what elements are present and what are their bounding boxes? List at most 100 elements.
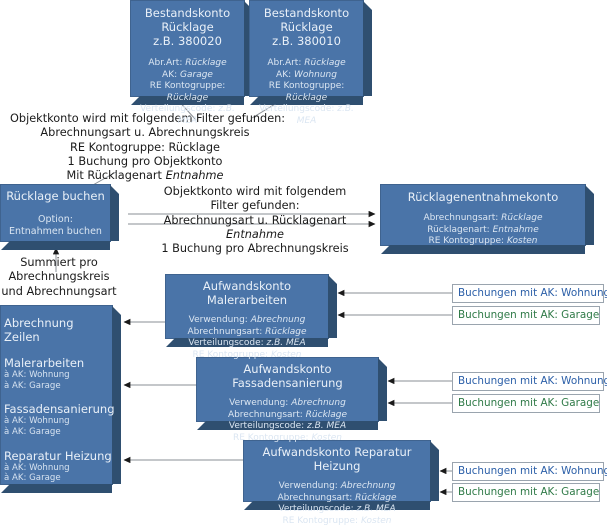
note-line: Objektkonto wird mit folgendem Filter ge… xyxy=(10,112,286,125)
note-line: Filter gefunden: xyxy=(210,199,300,213)
detail-value: Rücklage xyxy=(304,58,346,69)
group-name: Malerarbeiten xyxy=(4,356,85,370)
detail-row: AK: Wohnung xyxy=(250,70,363,82)
detail-value: Kosten xyxy=(360,515,392,526)
note-line: 1 Buchung pro Objektkonto xyxy=(67,155,223,169)
detail-value: z.B. MEA xyxy=(266,338,306,349)
box-title: Aufwandskonto Reparatur Heizung xyxy=(262,445,412,474)
callout-heizung-garage[interactable]: Buchungen mit AK: Garage xyxy=(452,483,600,502)
detail-row: Verwendung: Abrechnung xyxy=(166,315,328,327)
list-item: Fassadensanierung à AK: Wohnung à AK: Ga… xyxy=(4,402,115,437)
detail-label: Verteilungscode: xyxy=(140,104,216,115)
detail-value: Abrechnung xyxy=(291,398,346,409)
note-line: Summiert pro xyxy=(20,256,98,269)
detail-label: Verwendung: xyxy=(188,315,248,326)
box-bestandskonto-wohnung[interactable]: Bestandskonto Rücklage z.B. 380010 Abr.A… xyxy=(249,0,372,126)
detail-label: RE Kontogruppe: xyxy=(428,236,505,247)
box-title: Aufwandskonto Fassadensanierung xyxy=(232,362,343,391)
note-line-emphasis: Entnahme xyxy=(165,169,224,183)
detail-row: Verteilungscode: z.B. MEA xyxy=(197,421,378,433)
group-line: à AK: Garage xyxy=(4,380,61,391)
note-line-prefix: Mit Rücklagenart xyxy=(66,169,166,183)
detail-value: z.B. MEA xyxy=(177,104,235,126)
box-abrechnung-zeilen[interactable]: Abrechnung Zeilen Malerarbeiten à AK: Wo… xyxy=(0,305,121,493)
detail-label: AK: xyxy=(162,69,178,80)
callout-heizung-wohnung[interactable]: Buchungen mit AK: Wohnung xyxy=(452,462,607,481)
detail-row: Abr.Art: Rücklage xyxy=(250,58,363,70)
box-title: Aufwandskonto Malerarbeiten xyxy=(202,279,292,308)
detail-label: RE Kontogruppe: xyxy=(149,81,226,92)
option-label: Option: xyxy=(38,214,73,226)
detail-label: Abr.Art: xyxy=(148,58,183,69)
detail-row: Verwendung: Abrechnung xyxy=(244,481,430,493)
detail-label: Verwendung: xyxy=(229,398,289,409)
list-item: Malerarbeiten à AK: Wohnung à AK: Garage xyxy=(4,356,112,391)
option-value: Entnahmen buchen xyxy=(9,226,102,238)
note-summiert: Summiert pro Abrechnungskreis und Abrech… xyxy=(0,256,118,299)
note-line: Abrechnungskreis xyxy=(8,270,110,284)
detail-row: Abrechnungsart: Rücklage xyxy=(166,327,328,339)
detail-value: Kosten xyxy=(506,236,538,247)
detail-row: Verteilungscode: z.B. MEA xyxy=(250,104,363,127)
box-aufwandskonto-reparatur-heizung[interactable]: Aufwandskonto Reparatur Heizung Verwendu… xyxy=(243,440,439,526)
box-title-line1: Bestandskonto xyxy=(263,6,350,20)
note-filter-objektkonto: Objektkonto wird mit folgendem Filter ge… xyxy=(10,112,286,184)
note-line: Abrechnungsart u. Abrechnungskreis xyxy=(40,126,250,140)
detail-value: z.B. MEA xyxy=(307,421,347,432)
box-ruecklage-buchen[interactable]: Rücklage buchen Option: Entnahmen buchen xyxy=(0,184,119,250)
box-title-line1: Bestandskonto xyxy=(144,6,231,20)
detail-label: RE Kontogruppe: xyxy=(282,515,359,526)
box-3d-bottom-edge xyxy=(250,96,363,105)
detail-row: Rücklagenart: Entnahme xyxy=(381,225,585,237)
detail-label: Rücklagenart: xyxy=(427,224,490,235)
callout-fassade-garage[interactable]: Buchungen mit AK: Garage xyxy=(452,394,600,413)
detail-value: Entnahme xyxy=(492,224,539,235)
callout-malerarbeiten-garage[interactable]: Buchungen mit AK: Garage xyxy=(452,306,600,325)
detail-label: Abr.Art: xyxy=(267,58,302,69)
box-3d-bottom-edge xyxy=(1,484,112,493)
detail-label: Abrechnungsart: xyxy=(423,213,499,224)
callout-fassade-wohnung[interactable]: Buchungen mit AK: Wohnung xyxy=(452,372,607,391)
group-line: à AK: Garage xyxy=(4,473,61,484)
box-3d-right-edge xyxy=(112,306,121,484)
note-line: Entnahme xyxy=(140,228,370,242)
box-bestandskonto-garage[interactable]: Bestandskonto Rücklage z.B. 380020 Abr.A… xyxy=(130,0,253,126)
box-3d-bottom-edge xyxy=(166,338,328,347)
box-aufwandskonto-fassadensanierung[interactable]: Aufwandskonto Fassadensanierung Verwendu… xyxy=(196,357,387,443)
detail-value: Rücklage xyxy=(305,409,348,420)
detail-value: Rücklage xyxy=(285,92,328,103)
box-title-line2: Rücklage xyxy=(280,20,333,35)
box-3d-right-edge xyxy=(430,441,439,501)
detail-row: Abrechnungsart: Rücklage xyxy=(244,493,430,505)
box-ruecklagenentnahmekonto[interactable]: Rücklagenentnahmekonto Abrechnungsart: R… xyxy=(380,184,594,254)
detail-row: RE Kontogruppe: Kosten xyxy=(381,236,585,248)
detail-label: Abrechnungsart: xyxy=(187,326,263,337)
detail-value: Wohnung xyxy=(294,69,337,80)
note-filter-ruecklagenart: Objektkonto wird mit folgendem Filter ge… xyxy=(140,185,370,257)
detail-value: Abrechnung xyxy=(340,481,396,492)
detail-label: Verteilungscode: xyxy=(228,421,305,432)
detail-row: RE Kontogruppe: Kosten xyxy=(244,516,430,527)
box-3d-bottom-edge xyxy=(1,241,110,250)
box-aufwandskonto-malerarbeiten[interactable]: Aufwandskonto Malerarbeiten Verwendung: … xyxy=(165,274,337,360)
detail-value: Rücklage xyxy=(355,492,397,503)
group-line: à AK: Wohnung xyxy=(4,416,70,427)
note-line: Abrechnungsart u. Rücklagenart xyxy=(163,213,347,227)
detail-value: Rücklage xyxy=(501,213,543,224)
note-line: 1 Buchung pro Abrechnungskreis xyxy=(161,242,349,256)
box-3d-right-edge xyxy=(378,358,387,421)
group-line: à AK: Garage xyxy=(4,426,61,437)
detail-label: RE Kontogruppe: xyxy=(192,349,269,360)
detail-row: Abrechnungsart: Rücklage xyxy=(381,213,585,225)
box-title: Rücklagenentnahmekonto xyxy=(407,190,559,204)
box-3d-right-edge xyxy=(328,275,337,338)
detail-label: Verwendung: xyxy=(278,481,338,492)
detail-label: Verteilungscode: xyxy=(188,338,264,349)
detail-label: RE Kontogruppe: xyxy=(268,81,345,92)
detail-label: RE Kontogruppe: xyxy=(232,432,309,443)
box-title: Rücklage buchen xyxy=(6,189,105,203)
list-item: Reparatur Heizung à AK: Wohnung à AK: Ga… xyxy=(4,449,112,484)
note-line: RE Kontogruppe: Rücklage xyxy=(70,140,220,154)
callout-malerarbeiten-wohnung[interactable]: Buchungen mit AK: Wohnung xyxy=(452,284,607,303)
note-line-emphasis: Entnahme xyxy=(226,228,284,242)
